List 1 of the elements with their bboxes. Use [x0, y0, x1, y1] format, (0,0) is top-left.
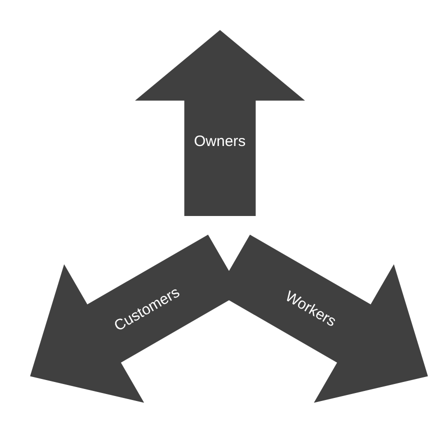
arrow-label: Owners [194, 133, 246, 150]
